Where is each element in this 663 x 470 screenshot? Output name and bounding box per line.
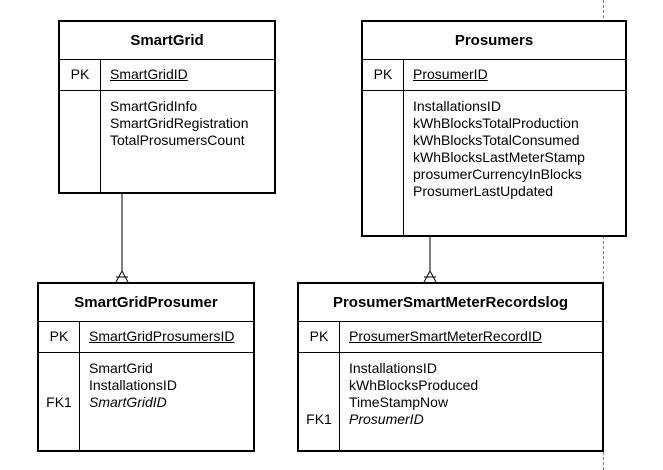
attribute: kWhBlocksProduced	[349, 377, 479, 393]
pk-field: ProsumerID	[413, 66, 488, 82]
attribute: TotalProsumersCount	[110, 132, 245, 148]
attribute: InstallationsID	[89, 377, 177, 393]
pk-row: PK ProsumerID	[363, 59, 625, 91]
attribute: SmartGridInfo	[110, 98, 198, 114]
fk-field: ProsumerID	[349, 411, 424, 427]
entity-title: ProsumerSmartMeterRecordslog	[299, 284, 602, 322]
column-divider	[100, 59, 101, 192]
column-divider	[79, 321, 80, 450]
pk-row: PK SmartGridID	[60, 59, 274, 91]
attribute: InstallationsID	[349, 360, 437, 376]
attribute: prosumerCurrencyInBlocks	[413, 166, 582, 182]
entity-prosumers[interactable]: Prosumers PK ProsumerID InstallationsID …	[361, 20, 627, 237]
attribute: SmartGridRegistration	[110, 115, 249, 131]
fk-label: FK1	[306, 411, 332, 427]
pk-row: PK SmartGridProsumersID	[39, 321, 253, 353]
entity-smartgrid[interactable]: SmartGrid PK SmartGridID SmartGridInfo S…	[58, 20, 276, 194]
column-divider	[339, 321, 340, 450]
relationship-prosumers-meterlog	[423, 237, 437, 283]
attribute-list: InstallationsID kWhBlocksProduced TimeSt…	[349, 360, 478, 428]
relationship-smartgrid-smartgridprosumer	[115, 194, 129, 283]
attribute: SmartGrid	[89, 360, 153, 376]
fk-field: SmartGridID	[89, 394, 167, 410]
attribute: kWhBlocksTotalConsumed	[413, 132, 580, 148]
entity-title: SmartGrid	[60, 22, 274, 60]
attribute: InstallationsID	[413, 98, 501, 114]
attribute-list: InstallationsID kWhBlocksTotalProduction…	[413, 98, 585, 200]
pk-label: PK	[49, 328, 69, 344]
entity-title: Prosumers	[363, 22, 625, 60]
entity-title: SmartGridProsumer	[39, 284, 253, 322]
entity-smartgridprosumer[interactable]: SmartGridProsumer PK SmartGridProsumersI…	[37, 282, 255, 452]
attribute-list: SmartGridInfo SmartGridRegistration Tota…	[110, 98, 249, 149]
fk-label: FK1	[46, 394, 72, 410]
attribute: ProsumerLastUpdated	[413, 183, 554, 199]
attribute-list: SmartGrid InstallationsID SmartGridID	[89, 360, 177, 411]
entity-prosumer-smart-meter-recordslog[interactable]: ProsumerSmartMeterRecordslog PK Prosumer…	[297, 282, 604, 452]
attribute: TimeStampNow	[349, 394, 449, 410]
pk-field: SmartGridProsumersID	[89, 328, 235, 344]
attribute: kWhBlocksTotalProduction	[413, 115, 579, 131]
attribute: kWhBlocksLastMeterStamp	[413, 149, 585, 165]
pk-label: PK	[309, 328, 329, 344]
pk-label: PK	[373, 66, 393, 82]
pk-field: ProsumerSmartMeterRecordID	[349, 328, 542, 344]
pk-label: PK	[70, 66, 90, 82]
column-divider	[403, 59, 404, 235]
pk-row: PK ProsumerSmartMeterRecordID	[299, 321, 602, 353]
pk-field: SmartGridID	[110, 66, 188, 82]
